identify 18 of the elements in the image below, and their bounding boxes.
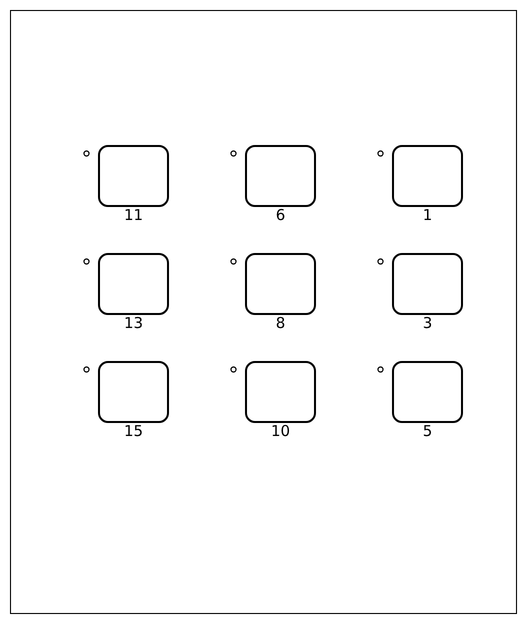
number-label: 3 — [422, 316, 434, 331]
number-label: 8 — [274, 316, 286, 331]
rounded-box — [392, 253, 463, 315]
number-label: 5 — [422, 424, 434, 439]
rounded-box — [245, 361, 316, 423]
number-label: 10 — [270, 424, 292, 439]
rounded-box — [98, 361, 169, 423]
number-label: 6 — [274, 208, 286, 223]
number-label: 1 — [422, 208, 434, 223]
rounded-box — [98, 145, 169, 207]
rounded-box — [245, 145, 316, 207]
number-label: 13 — [122, 316, 144, 331]
rounded-box — [245, 253, 316, 315]
number-label: 15 — [122, 424, 144, 439]
rounded-box — [98, 253, 169, 315]
number-label: 11 — [122, 208, 144, 223]
rounded-box — [392, 145, 463, 207]
rounded-box — [392, 361, 463, 423]
